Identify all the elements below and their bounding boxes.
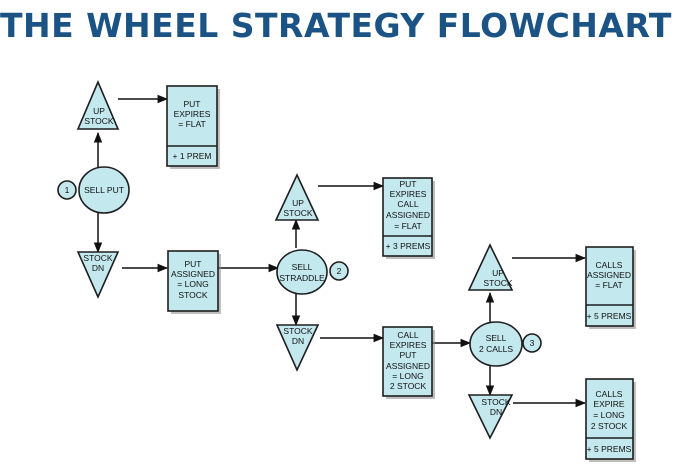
stock-down-node-2: STOCK DN — [275, 324, 320, 372]
node-label: STOCK — [283, 326, 312, 336]
node-label: = FLAT — [178, 119, 205, 129]
node-label: SELL — [292, 262, 313, 272]
node-label: 2 CALLS — [479, 344, 513, 354]
node-label: = FLAT — [394, 221, 421, 231]
node-label: CALLS — [596, 389, 623, 399]
node-label: DN — [490, 407, 502, 417]
node-label: UP — [292, 198, 304, 208]
node-label: CALL — [397, 330, 419, 340]
node-label: = LONG — [177, 279, 208, 289]
premium-label: + 5 PREMS — [587, 444, 632, 454]
node-label: CALLS — [596, 260, 623, 270]
badge-number: 3 — [530, 338, 535, 348]
node-label: = LONG — [392, 371, 423, 381]
node-label: STRADDLE — [279, 273, 325, 283]
node-label: PUT — [185, 259, 202, 269]
sell-2-calls-node: SELL 2 CALLS — [469, 321, 523, 367]
put-expires-flat-box: PUT EXPIRES = FLAT + 1 PREM — [166, 85, 220, 169]
node-label: EXPIRES — [390, 340, 427, 350]
stock-down-node-1: STOCK DN — [76, 251, 120, 299]
node-label: STOCK — [483, 278, 512, 288]
call-expires-put-assigned-box: CALL EXPIRES PUT ASSIGNED = LONG 2 STOCK — [382, 326, 435, 399]
up-stock-node-1: UP STOCK — [76, 79, 120, 130]
premium-label: + 1 PREM — [173, 151, 212, 161]
sell-put-node: SELL PUT — [78, 166, 130, 214]
node-label: STOCK — [178, 290, 207, 300]
node-label: EXPIRES — [174, 109, 211, 119]
page-title: THE WHEEL STRATEGY FLOWCHART — [0, 6, 672, 45]
node-label: STOCK — [283, 208, 312, 218]
node-label: 2 STOCK — [591, 421, 628, 431]
premium-label: + 3 PREMS — [386, 241, 431, 251]
node-label: DN — [292, 336, 304, 346]
connectors — [93, 94, 587, 408]
calls-expire-long-box: CALLS EXPIRE = LONG 2 STOCK + 5 PREMS — [585, 378, 636, 462]
node-label: SELL PUT — [84, 185, 124, 195]
step-3-badge: 3 — [522, 333, 542, 353]
node-label: = LONG — [593, 410, 624, 420]
node-label: ASSIGNED — [386, 361, 430, 371]
up-stock-node-2: UP STOCK — [274, 173, 320, 221]
node-label: EXPIRES — [390, 189, 427, 199]
node-label: 2 STOCK — [390, 381, 427, 391]
node-label: PUT — [400, 350, 417, 360]
node-label: STOCK — [481, 397, 510, 407]
node-label: = FLAT — [595, 280, 622, 290]
node-label: DN — [92, 263, 104, 273]
put-expires-call-assigned-box: PUT EXPIRES CALL ASSIGNED = FLAT + 3 PRE… — [382, 177, 435, 259]
node-label: STOCK — [84, 116, 113, 126]
node-label: ASSIGNED — [386, 210, 430, 220]
sell-straddle-node: SELL STRADDLE — [276, 249, 328, 295]
node-label: STOCK — [83, 253, 112, 263]
badge-number: 1 — [65, 185, 70, 195]
step-1-badge: 1 — [57, 180, 77, 200]
node-label: ASSIGNED — [587, 270, 631, 280]
step-2-badge: 2 — [329, 261, 349, 281]
stock-down-node-3: STOCK DN — [467, 394, 514, 440]
node-label: SELL — [486, 333, 507, 343]
node-label: PUT — [400, 179, 417, 189]
node-label: PUT — [184, 99, 201, 109]
node-label: UP — [93, 106, 105, 116]
node-label: ASSIGNED — [171, 269, 215, 279]
calls-assigned-flat-box: CALLS ASSIGNED = FLAT + 5 PREMS — [585, 246, 636, 329]
node-label: UP — [492, 268, 504, 278]
premium-label: + 5 PREMS — [587, 311, 632, 321]
up-stock-node-3: UP STOCK — [467, 243, 514, 291]
put-assigned-box: PUT ASSIGNED = LONG STOCK — [167, 250, 221, 314]
node-label: EXPIRE — [593, 399, 625, 409]
node-label: CALL — [397, 199, 419, 209]
badge-number: 2 — [337, 266, 342, 276]
